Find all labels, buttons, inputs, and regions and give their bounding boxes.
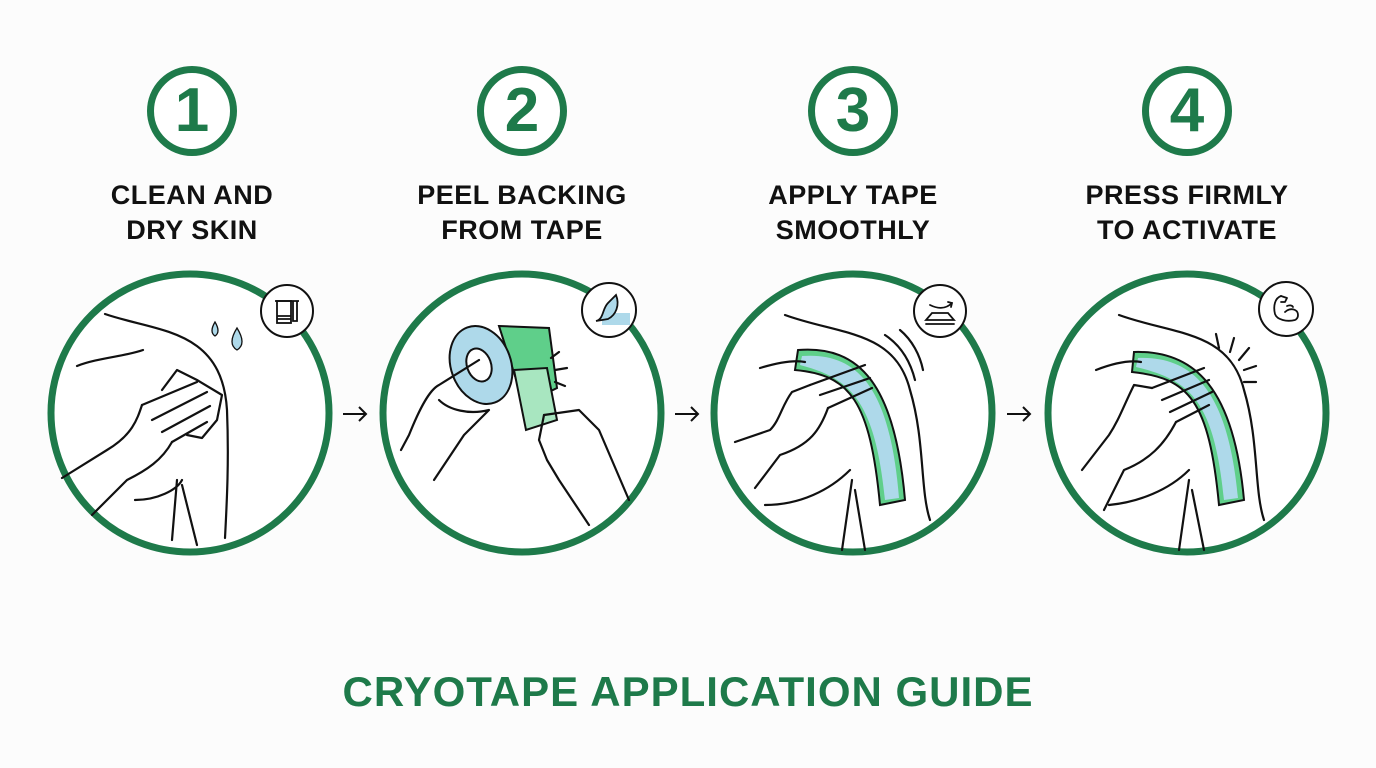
step-illustration [379, 270, 665, 556]
step-title: APPLY TAPE SMOOTHLY [768, 180, 938, 245]
arrow-right-icon [1004, 402, 1034, 426]
peel-backing-icon [580, 281, 638, 339]
smooth-surface-icon [912, 283, 968, 339]
hand-pressing-tape-illustration [1044, 270, 1330, 556]
step-title: PEEL BACKING FROM TAPE [417, 180, 627, 245]
guide-title: CRYOTAPE APPLICATION GUIDE [342, 668, 1034, 715]
arrow-right-icon [340, 402, 370, 426]
hand-wiping-shoulder-illustration [47, 270, 333, 556]
step-number-badge: 3 [808, 66, 898, 156]
step-title: PRESS FIRMLY TO ACTIVATE [1085, 180, 1289, 245]
step-title: CLEAN AND DRY SKIN [110, 180, 274, 245]
step-illustration [47, 270, 333, 556]
hands-peeling-tape-illustration [379, 270, 665, 556]
arrow-right-icon [672, 402, 702, 426]
step-number-badge: 2 [477, 66, 567, 156]
flexed-bicep-icon [1257, 280, 1315, 338]
step-illustration [710, 270, 996, 556]
step-illustration [1044, 270, 1330, 556]
towel-icon [259, 283, 315, 339]
step-number-badge: 1 [147, 66, 237, 156]
hand-applying-tape-illustration [710, 270, 996, 556]
step-number-badge: 4 [1142, 66, 1232, 156]
